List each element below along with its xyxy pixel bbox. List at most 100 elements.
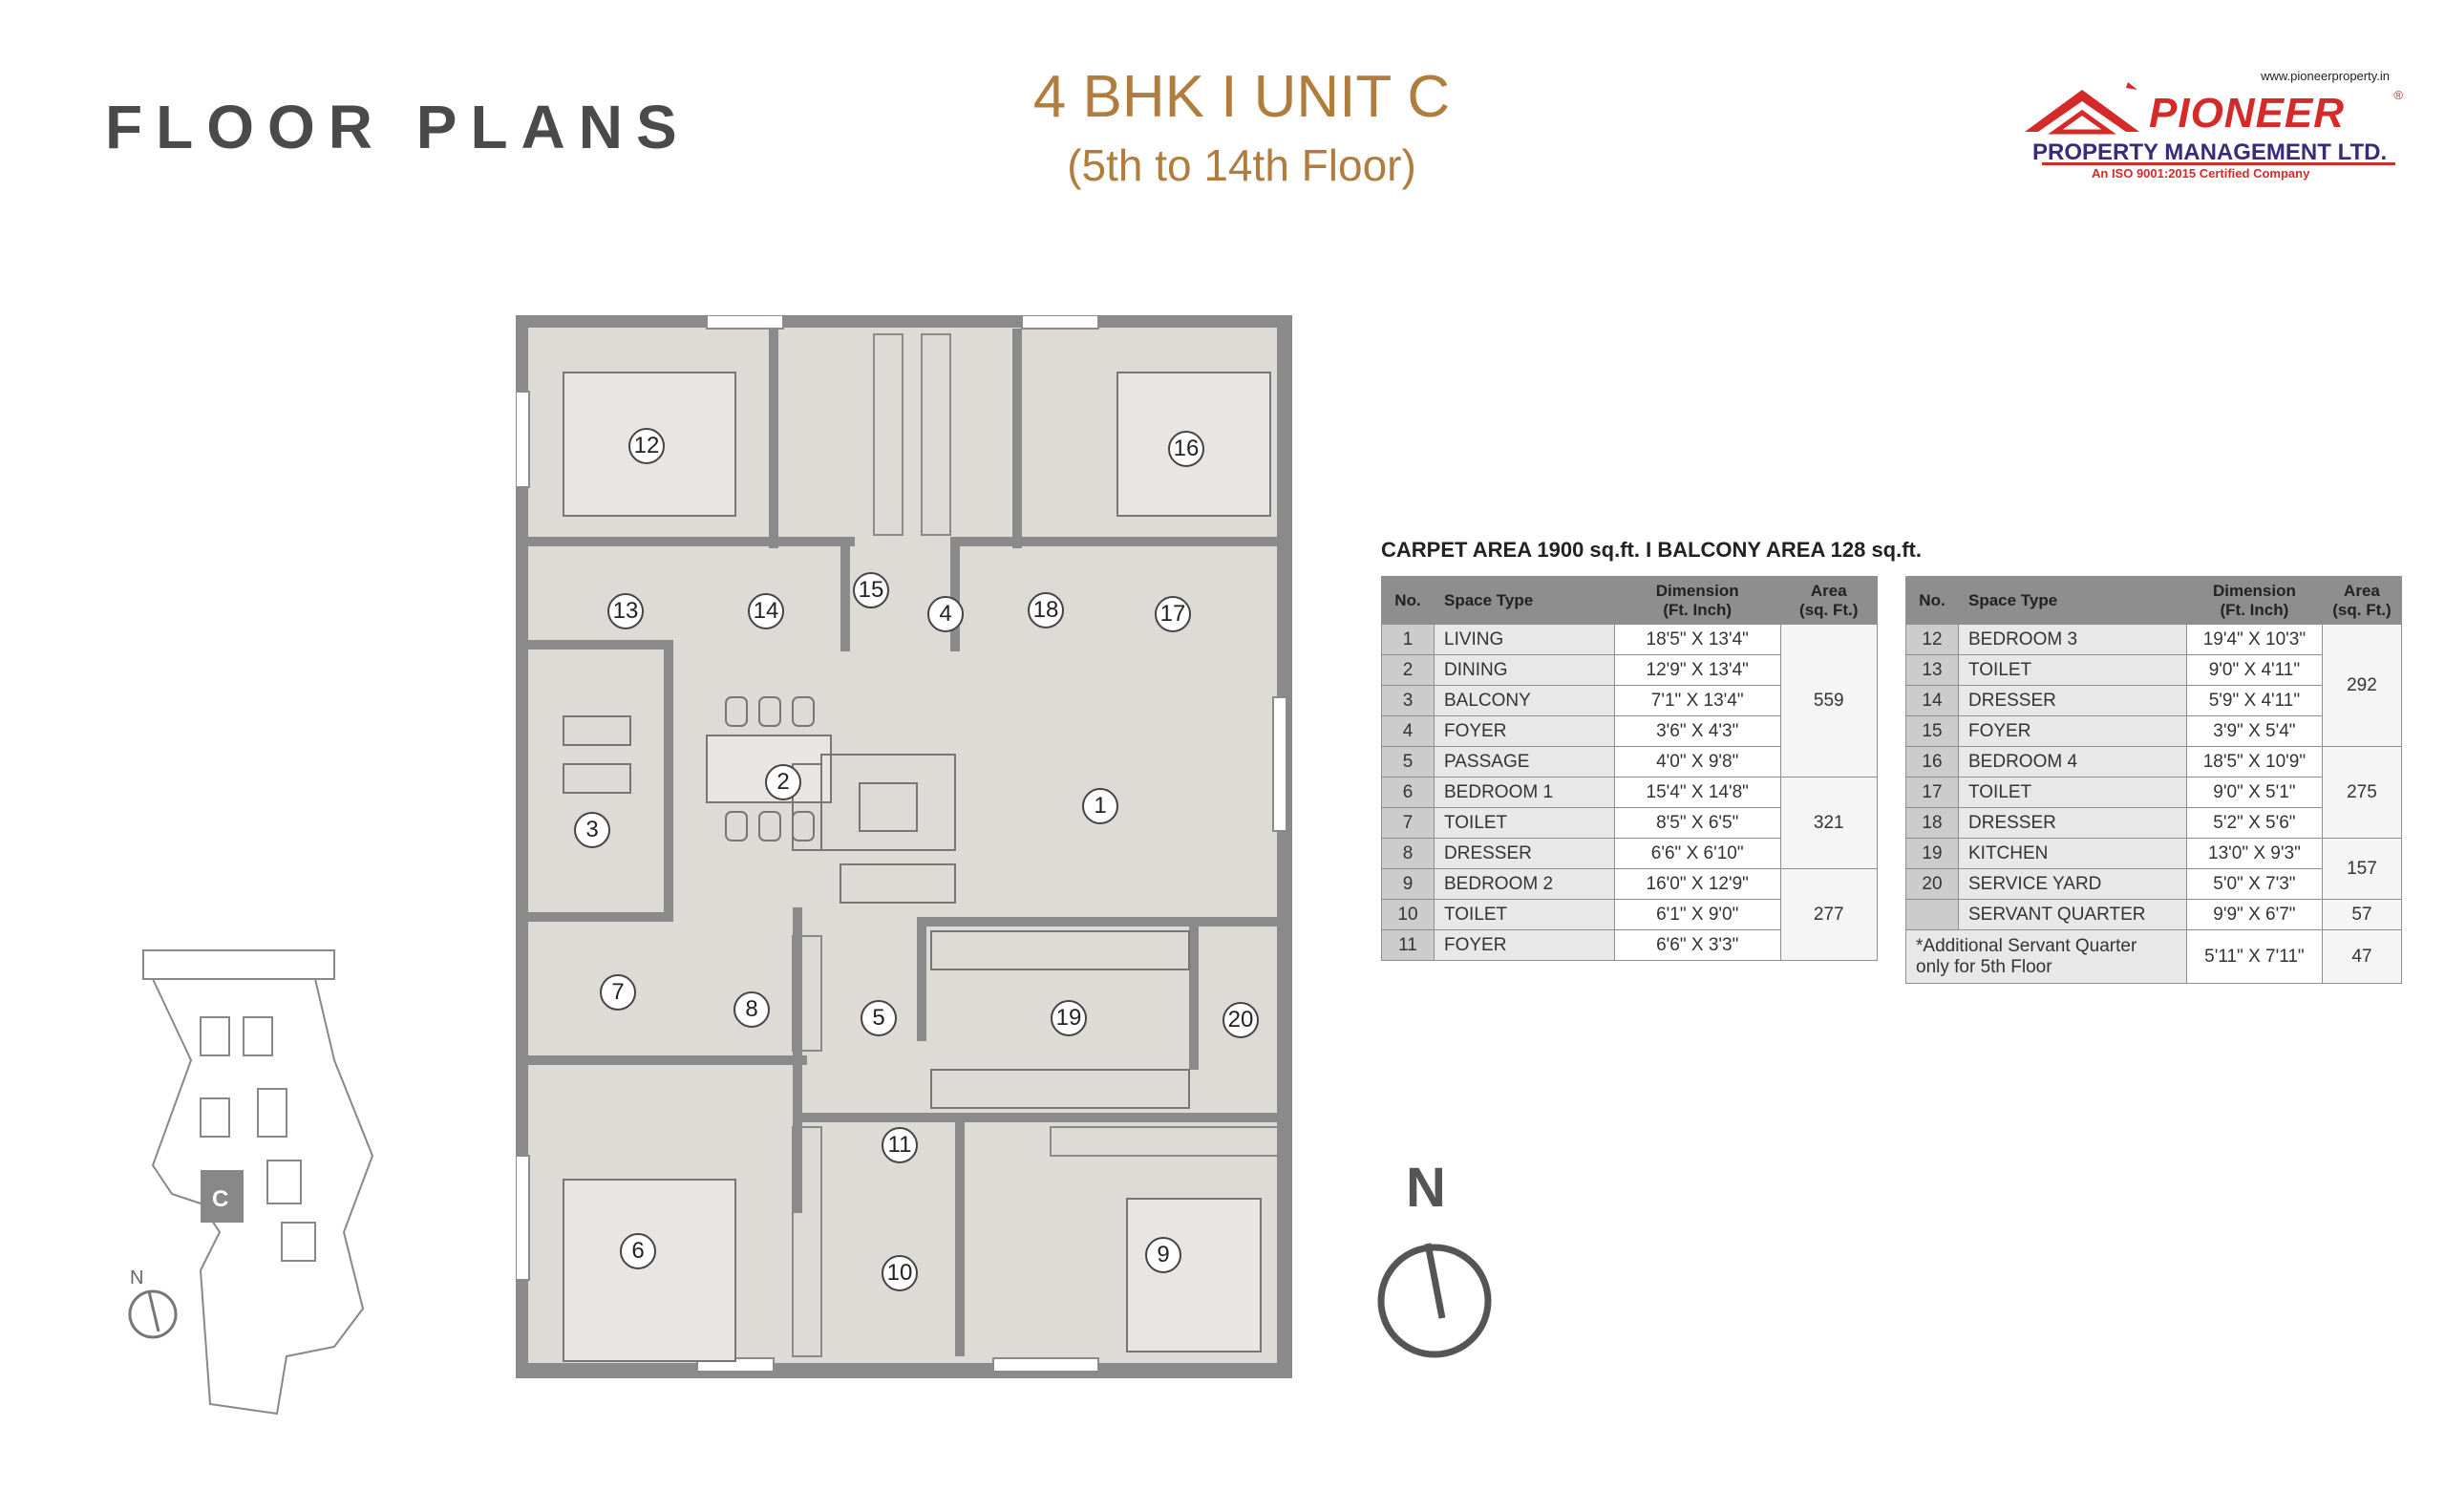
dimension-cell: 12'9" X 13'4" — [1613, 654, 1781, 686]
area-cell: 157 — [2321, 838, 2403, 900]
space-type-cell: BEDROOM 2 — [1434, 868, 1615, 900]
space-type-cell: BEDROOM 3 — [1958, 624, 2187, 655]
no: 17 — [1905, 777, 1959, 808]
space-type-cell: PASSAGE — [1434, 746, 1615, 777]
area-summary: CARPET AREA 1900 sq.ft. I BALCONY AREA 1… — [1381, 538, 1922, 562]
space-type-cell: BEDROOM 1 — [1434, 777, 1615, 808]
logo-company: PROPERTY MANAGEMENT LTD. — [2032, 139, 2388, 165]
dimension-cell: 18'5" X 13'4" — [1613, 624, 1781, 655]
col-area: Area(sq. Ft.) — [2321, 576, 2403, 625]
key-plan — [142, 949, 374, 1416]
col-space-type: Space Type — [1434, 576, 1615, 625]
space-type-cell: DRESSER — [1434, 838, 1615, 869]
no: 3 — [1381, 685, 1435, 716]
page-title: FLOOR PLANS — [105, 93, 691, 161]
logo-certification: An ISO 9001:2015 Certified Company — [2092, 166, 2310, 181]
no: 16 — [1905, 746, 1959, 777]
col-space-type: Space Type — [1958, 576, 2187, 625]
no: 7 — [1381, 807, 1435, 839]
area-cell: 57 — [2321, 899, 2403, 930]
space-type-cell: BALCONY — [1434, 685, 1615, 716]
col-area: Area(sq. Ft.) — [1779, 576, 1878, 625]
dimension-cell: 18'5" X 10'9" — [2185, 746, 2323, 777]
logo-url: www.pioneerproperty.in — [2261, 69, 2390, 83]
space-type-cell: TOILET — [1434, 899, 1615, 930]
area-cell: 47 — [2321, 929, 2403, 984]
no: 18 — [1905, 807, 1959, 839]
space-type-cell: DINING — [1434, 654, 1615, 686]
unit-title: 4 BHK I UNIT C — [1032, 64, 1451, 130]
dimension-cell: 8'5" X 6'5" — [1613, 807, 1781, 839]
dimension-cell: 13'0" X 9'3" — [2185, 838, 2323, 869]
no: 9 — [1381, 868, 1435, 900]
no: 10 — [1381, 899, 1435, 930]
no: 20 — [1905, 868, 1959, 900]
dimension-cell: 6'1" X 9'0" — [1613, 899, 1781, 930]
space-type-cell: FOYER — [1958, 715, 2187, 747]
space-type-cell: DRESSER — [1958, 685, 2187, 716]
no: 15 — [1905, 715, 1959, 747]
no: 6 — [1381, 777, 1435, 808]
keyplan-unit-label: C — [212, 1186, 229, 1212]
dimension-cell: 4'0" X 9'8" — [1613, 746, 1781, 777]
no: 2 — [1381, 654, 1435, 686]
dimension-cell: 5'9" X 4'11" — [2185, 685, 2323, 716]
col-no: No. — [1905, 576, 1959, 625]
dimension-cell: 5'11" X 7'11" — [2185, 929, 2323, 984]
no: 5 — [1381, 746, 1435, 777]
dimension-cell: 15'4" X 14'8" — [1613, 777, 1781, 808]
space-type-cell: SERVANT QUARTER — [1958, 899, 2187, 930]
dimension-cell: 3'9" X 5'4" — [2185, 715, 2323, 747]
area-cell: 292 — [2321, 624, 2403, 747]
logo-underline — [2042, 162, 2395, 165]
dimension-cell: 9'0" X 5'1" — [2185, 777, 2323, 808]
dimension-cell: 19'4" X 10'3" — [2185, 624, 2323, 655]
no: 19 — [1905, 838, 1959, 869]
space-type-cell: TOILET — [1958, 654, 2187, 686]
no: 11 — [1381, 929, 1435, 961]
company-logo: www.pioneerproperty.in PIONEER ® PROPERT… — [2006, 63, 2407, 187]
area-cell: 277 — [1779, 868, 1878, 961]
no — [1905, 899, 1959, 930]
dimension-cell: 5'0" X 7'3" — [2185, 868, 2323, 900]
dimension-cell: 5'2" X 5'6" — [2185, 807, 2323, 839]
space-type-cell: LIVING — [1434, 624, 1615, 655]
space-type-cell: FOYER — [1434, 929, 1615, 961]
no: 12 — [1905, 624, 1959, 655]
dimension-cell: 16'0" X 12'9" — [1613, 868, 1781, 900]
house-roof-icon — [2025, 82, 2139, 135]
no: 8 — [1381, 838, 1435, 869]
spec-table-left: No. Space Type Dimension(Ft. Inch) Area(… — [1381, 576, 1878, 961]
dimension-cell: 6'6" X 3'3" — [1613, 929, 1781, 961]
dimension-cell: 7'1" X 13'4" — [1613, 685, 1781, 716]
col-dimension: Dimension(Ft. Inch) — [1613, 576, 1781, 625]
keyplan-north-label: N — [130, 1267, 144, 1288]
col-no: No. — [1381, 576, 1435, 625]
dimension-cell: 9'0" X 4'11" — [2185, 654, 2323, 686]
no: 14 — [1905, 685, 1959, 716]
space-type-cell: TOILET — [1434, 807, 1615, 839]
floor-range: (5th to 14th Floor) — [1067, 140, 1416, 190]
dimension-cell: 9'9" X 6'7" — [2185, 899, 2323, 930]
space-type-cell: KITCHEN — [1958, 838, 2187, 869]
no: 4 — [1381, 715, 1435, 747]
space-type-cell: FOYER — [1434, 715, 1615, 747]
col-dimension: Dimension(Ft. Inch) — [2185, 576, 2323, 625]
space-type-cell: DRESSER — [1958, 807, 2187, 839]
